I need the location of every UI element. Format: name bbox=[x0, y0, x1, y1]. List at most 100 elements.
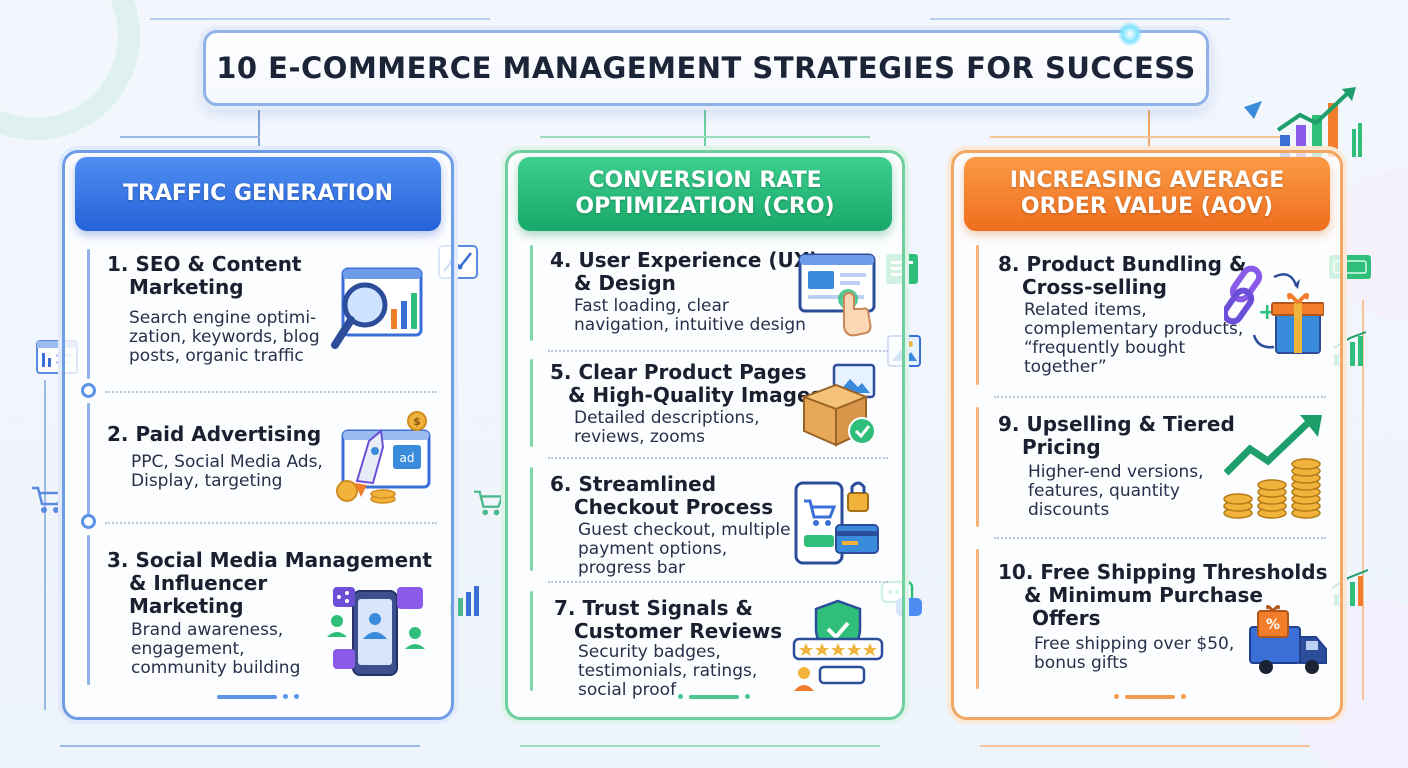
column-header-line: TRAFFIC GENERATION bbox=[122, 181, 394, 206]
strategy-description: Security badges, testimonials, ratings, … bbox=[578, 643, 757, 700]
strategy-title-line: Marketing bbox=[129, 594, 244, 618]
column-header-line: ORDER VALUE (AOV) bbox=[1020, 194, 1274, 219]
description-line: complementary products, bbox=[1024, 319, 1244, 339]
strategy-title: 4. User Experience (UX) & Design bbox=[550, 249, 818, 295]
bar-chart-icon bbox=[450, 586, 479, 616]
rocket-ad-icon: ad $ bbox=[336, 411, 431, 504]
description-line: Higher-end versions, bbox=[1028, 462, 1204, 482]
shield-rating-icon bbox=[792, 599, 884, 691]
ad-label: ad bbox=[400, 451, 415, 465]
description-line: Brand awareness, bbox=[131, 620, 284, 640]
strategy-title-line: Pricing bbox=[1022, 435, 1101, 459]
shopping-cart-icon bbox=[474, 490, 504, 516]
footer-dots bbox=[1114, 694, 1186, 699]
column-header: TRAFFIC GENERATION bbox=[75, 157, 441, 231]
strategy-title-line: & Minimum Purchase bbox=[1024, 583, 1263, 607]
strategy-title: 8. Product Bundling & Cross-selling bbox=[998, 253, 1246, 299]
strategy-title: 6. Streamlined Checkout Process bbox=[550, 473, 773, 519]
strategy-title-line: 10. Free Shipping Thresholds bbox=[998, 560, 1328, 584]
timeline-line bbox=[976, 549, 979, 689]
description-line: engagement, bbox=[131, 639, 245, 659]
strategy-description: Guest checkout, multiple payment options… bbox=[578, 521, 791, 578]
strategy-title: 7. Trust Signals & Customer Reviews bbox=[554, 597, 782, 643]
page-title: 10 E-COMMERCE MANAGEMENT STRATEGIES FOR … bbox=[216, 51, 1196, 85]
divider bbox=[548, 350, 888, 352]
strategy-title-line: 9. Upselling & Tiered bbox=[998, 412, 1235, 436]
description-line: Security badges, bbox=[578, 642, 721, 662]
timeline-line bbox=[530, 245, 533, 341]
description-line: Guest checkout, multiple bbox=[578, 520, 791, 540]
connector-line bbox=[540, 136, 870, 138]
timeline-line bbox=[530, 359, 533, 447]
timeline-line bbox=[530, 467, 533, 571]
average-order-value-column: INCREASING AVERAGE ORDER VALUE (AOV) 8. … bbox=[951, 150, 1343, 720]
growth-chart-icon bbox=[1244, 87, 1362, 157]
strategy-title: 5. Clear Product Pages & High-Quality Im… bbox=[550, 361, 822, 407]
description-line: Related items, bbox=[1024, 300, 1147, 320]
description-line: zation, keywords, blog bbox=[129, 327, 320, 347]
description-line: progress bar bbox=[578, 558, 685, 578]
traffic-generation-column: TRAFFIC GENERATION 1. SEO & Content Mark… bbox=[62, 150, 454, 720]
browser-click-icon bbox=[798, 253, 876, 337]
connector-line bbox=[120, 136, 260, 138]
description-line: testimonials, ratings, bbox=[578, 661, 758, 681]
delivery-truck-icon: % bbox=[1249, 605, 1327, 674]
shopping-cart-icon bbox=[32, 486, 64, 513]
sparkle-icon bbox=[1118, 22, 1142, 46]
description-line: navigation, intuitive design bbox=[574, 315, 806, 335]
connector-line bbox=[44, 380, 46, 710]
connector-line bbox=[980, 745, 1310, 747]
strategy-description: Related items, complementary products, “… bbox=[1024, 301, 1243, 377]
strategy-title-line: Checkout Process bbox=[574, 495, 774, 519]
connector-line bbox=[1148, 106, 1150, 146]
connector-line bbox=[60, 745, 420, 747]
coins-growth-icon bbox=[1223, 415, 1322, 519]
strategy-description: Detailed descriptions, reviews, zooms bbox=[574, 409, 760, 447]
conversion-rate-optimization-column: CONVERSION RATE OPTIMIZATION (CRO) 4. Us… bbox=[505, 150, 905, 720]
strategy-description: Search engine optimi- zation, keywords, … bbox=[129, 309, 320, 366]
strategy-title-line: Cross-selling bbox=[1022, 275, 1167, 299]
column-header-line: CONVERSION RATE bbox=[588, 168, 822, 193]
timeline-line bbox=[87, 535, 90, 685]
description-line: reviews, zooms bbox=[574, 427, 706, 447]
percent-badge: % bbox=[1266, 617, 1280, 633]
description-line: bonus gifts bbox=[1034, 653, 1128, 673]
description-line: payment options, bbox=[578, 539, 728, 559]
description-line: Detailed descriptions, bbox=[574, 408, 760, 428]
strategy-title: 2. Paid Advertising bbox=[107, 423, 321, 446]
timeline-line bbox=[87, 403, 90, 519]
description-line: community building bbox=[131, 658, 301, 678]
timeline-node bbox=[81, 383, 96, 398]
connector-line bbox=[1362, 300, 1364, 700]
strategy-description: PPC, Social Media Ads, Display, targetin… bbox=[131, 453, 323, 491]
strategy-title: 9. Upselling & Tiered Pricing bbox=[998, 413, 1235, 459]
connector-line bbox=[990, 136, 1290, 138]
description-line: PPC, Social Media Ads, bbox=[131, 452, 323, 472]
timeline-node bbox=[81, 514, 96, 529]
strategy-title-line: & High-Quality Images bbox=[568, 383, 823, 407]
connector-line bbox=[704, 106, 706, 146]
strategy-description: Higher-end versions, features, quantity … bbox=[1028, 463, 1204, 520]
connector-line bbox=[930, 18, 1230, 20]
timeline-line bbox=[976, 245, 979, 385]
description-line: features, quantity bbox=[1028, 481, 1180, 501]
strategy-title: 10. Free Shipping Thresholds & Minimum P… bbox=[998, 561, 1328, 630]
strategy-title-line: 3. Social Media Management bbox=[107, 548, 432, 572]
strategy-title-line: Offers bbox=[1032, 606, 1101, 630]
timeline-line bbox=[87, 249, 90, 379]
dollar-symbol: $ bbox=[413, 415, 421, 428]
background-circle bbox=[0, 0, 140, 140]
column-header: INCREASING AVERAGE ORDER VALUE (AOV) bbox=[964, 157, 1330, 231]
strategy-title-line: 4. User Experience (UX) bbox=[550, 248, 819, 272]
strategy-description: Free shipping over $50, bonus gifts bbox=[1034, 635, 1234, 673]
title-banner: 10 E-COMMERCE MANAGEMENT STRATEGIES FOR … bbox=[203, 30, 1209, 106]
column-header: CONVERSION RATE OPTIMIZATION (CRO) bbox=[518, 157, 892, 231]
description-line: social proof bbox=[578, 680, 677, 700]
divider bbox=[105, 391, 437, 393]
strategy-title: 3. Social Media Management & Influencer … bbox=[107, 549, 432, 618]
connector-line bbox=[258, 106, 260, 146]
strategy-title-line: 6. Streamlined bbox=[550, 472, 717, 496]
strategy-title-line: & Design bbox=[574, 271, 676, 295]
footer-dots bbox=[217, 694, 299, 699]
description-line: “frequently bought bbox=[1024, 338, 1186, 358]
